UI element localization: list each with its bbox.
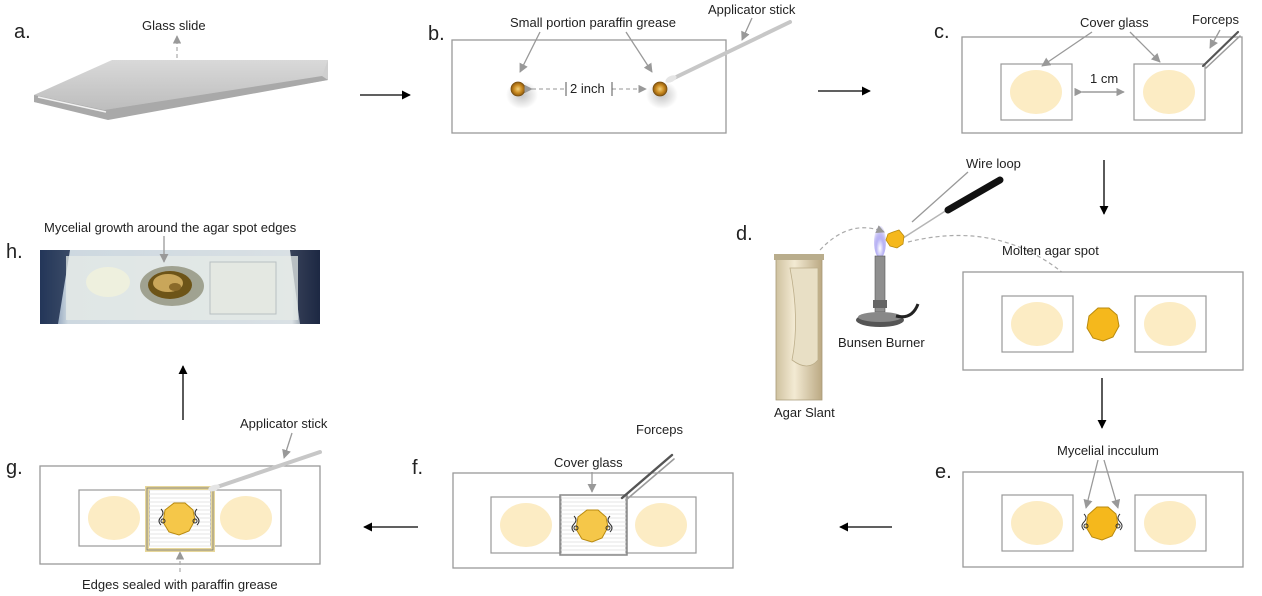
step-label-d: d. bbox=[736, 223, 753, 245]
panel-e: Mycelial incculum bbox=[962, 443, 1244, 568]
panel-d-slide bbox=[962, 271, 1244, 371]
panel-b: 2 inch Small portion paraffin grease App… bbox=[451, 2, 796, 134]
distance-1-cm: 1 cm bbox=[1090, 71, 1118, 86]
applicator-stick-b bbox=[668, 20, 792, 82]
bunsen-burner bbox=[856, 226, 920, 327]
step-label-h: h. bbox=[6, 241, 23, 263]
panel-h: Mycelial growth around the agar spot edg… bbox=[40, 220, 320, 324]
agar-slant-label: Agar Slant bbox=[774, 405, 835, 420]
applicator-label-b: Applicator stick bbox=[708, 2, 796, 17]
step-label-c: c. bbox=[934, 21, 950, 43]
step-label-b: b. bbox=[428, 23, 445, 45]
paraffin-spot-left bbox=[510, 81, 526, 97]
paraffin-spot-right bbox=[652, 81, 668, 97]
agar-spot-f bbox=[575, 509, 609, 543]
glass-slide-label: Glass slide bbox=[142, 18, 206, 33]
applicator-label-g: Applicator stick bbox=[240, 416, 328, 431]
panel-f: Forceps Cover glass bbox=[452, 422, 734, 569]
top-cover-glass-f bbox=[559, 494, 628, 556]
growth-label: Mycelial growth around the agar spot edg… bbox=[44, 220, 297, 235]
step-label-e: e. bbox=[935, 461, 952, 483]
bunsen-label: Bunsen Burner bbox=[838, 335, 925, 350]
glass-slide-3d bbox=[34, 60, 328, 110]
paraffin-label: Small portion paraffin grease bbox=[510, 15, 676, 30]
molten-agar-spot bbox=[1086, 307, 1120, 342]
panel-g: Applicator stick Edges sealed with paraf… bbox=[39, 416, 328, 592]
wire-loop bbox=[885, 176, 1004, 249]
agar-spot-g bbox=[162, 502, 196, 536]
inoculum-marks-e bbox=[1081, 513, 1123, 531]
step-label-a: a. bbox=[14, 21, 31, 43]
cover-glass-label-f: Cover glass bbox=[554, 455, 623, 470]
forceps-label-f: Forceps bbox=[636, 422, 683, 437]
forceps-f bbox=[620, 453, 675, 501]
step-label-f: f. bbox=[412, 457, 423, 479]
forceps-label-c: Forceps bbox=[1192, 12, 1239, 27]
cover-glass-label-c: Cover glass bbox=[1080, 15, 1149, 30]
panel-a: Glass slide bbox=[34, 18, 328, 120]
distance-2-inch: 2 inch bbox=[570, 81, 605, 96]
forceps-c bbox=[1201, 30, 1241, 69]
step-label-g: g. bbox=[6, 457, 23, 479]
wire-loop-label: Wire loop bbox=[966, 156, 1021, 171]
slide-b bbox=[451, 39, 727, 134]
applicator-stick-g bbox=[212, 450, 322, 490]
panel-d: Agar Slant Bunsen Burner Wire loop Molte… bbox=[774, 156, 1099, 420]
agar-slant-tube bbox=[774, 254, 824, 401]
sealed-label: Edges sealed with paraffin grease bbox=[82, 577, 278, 592]
inoculum-label: Mycelial incculum bbox=[1057, 443, 1159, 458]
agar-spot-e bbox=[1085, 506, 1119, 541]
molten-agar-label: Molten agar spot bbox=[1002, 243, 1099, 258]
panel-c: 1 cm Cover glass Forceps bbox=[961, 12, 1243, 134]
